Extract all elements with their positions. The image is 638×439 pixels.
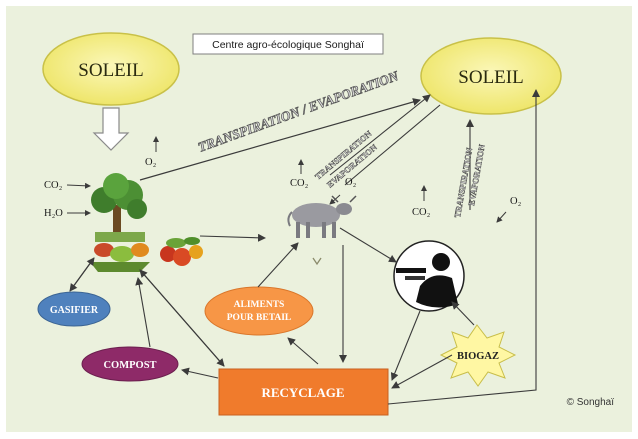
hollow-down-arrow [92, 107, 130, 151]
vegetables-icon [160, 237, 203, 266]
gas-labels: CO₂ H₂O O₂ CO₂ O₂ CO₂ O₂ [44, 136, 522, 223]
sun-icon [42, 32, 180, 106]
co2-label-mid: CO₂ [290, 178, 309, 189]
compost-label: COMPOST [103, 360, 156, 371]
title-box: Centre agro-écologique Songhaï [192, 33, 384, 55]
o2-label-left: O₂ [145, 157, 157, 168]
h2o-label: H₂O [44, 208, 63, 219]
biogaz-label: BIOGAZ [457, 351, 499, 362]
sun-left: SOLEIL [42, 32, 180, 106]
person-icon [393, 240, 465, 312]
sun-right: SOLEIL [420, 37, 562, 115]
diagram-title: Centre agro-écologique Songhaï [212, 39, 364, 51]
co2-label-right: CO₂ [412, 207, 431, 218]
sun-icon [420, 37, 562, 115]
gasifier-node: GASIFIER [37, 291, 111, 327]
co2-label-left: CO₂ [44, 180, 63, 191]
aliments-label-2: POUR BETAIL [227, 313, 292, 323]
cow-icon [287, 195, 357, 238]
aliments-node: ALIMENTS POUR BETAIL [204, 286, 314, 336]
gasifier-label: GASIFIER [50, 305, 99, 316]
o2-label-mid: O₂ [345, 177, 357, 188]
copyright-label: © Songhaï [567, 397, 615, 408]
recyclage-label: RECYCLAGE [261, 385, 344, 400]
biogaz-burst: BIOGAZ [439, 324, 517, 387]
sun-left-label: SOLEIL [78, 60, 143, 81]
compost-node: COMPOST [81, 346, 179, 382]
small-bird-icon [312, 257, 322, 266]
tree-plants-icon [90, 173, 150, 272]
aliments-label-1: ALIMENTS [234, 300, 285, 310]
recyclage-node: RECYCLAGE [218, 368, 389, 416]
sun-right-label: SOLEIL [458, 67, 523, 88]
o2-label-right: O₂ [510, 196, 522, 207]
flow-arrows [69, 89, 540, 405]
